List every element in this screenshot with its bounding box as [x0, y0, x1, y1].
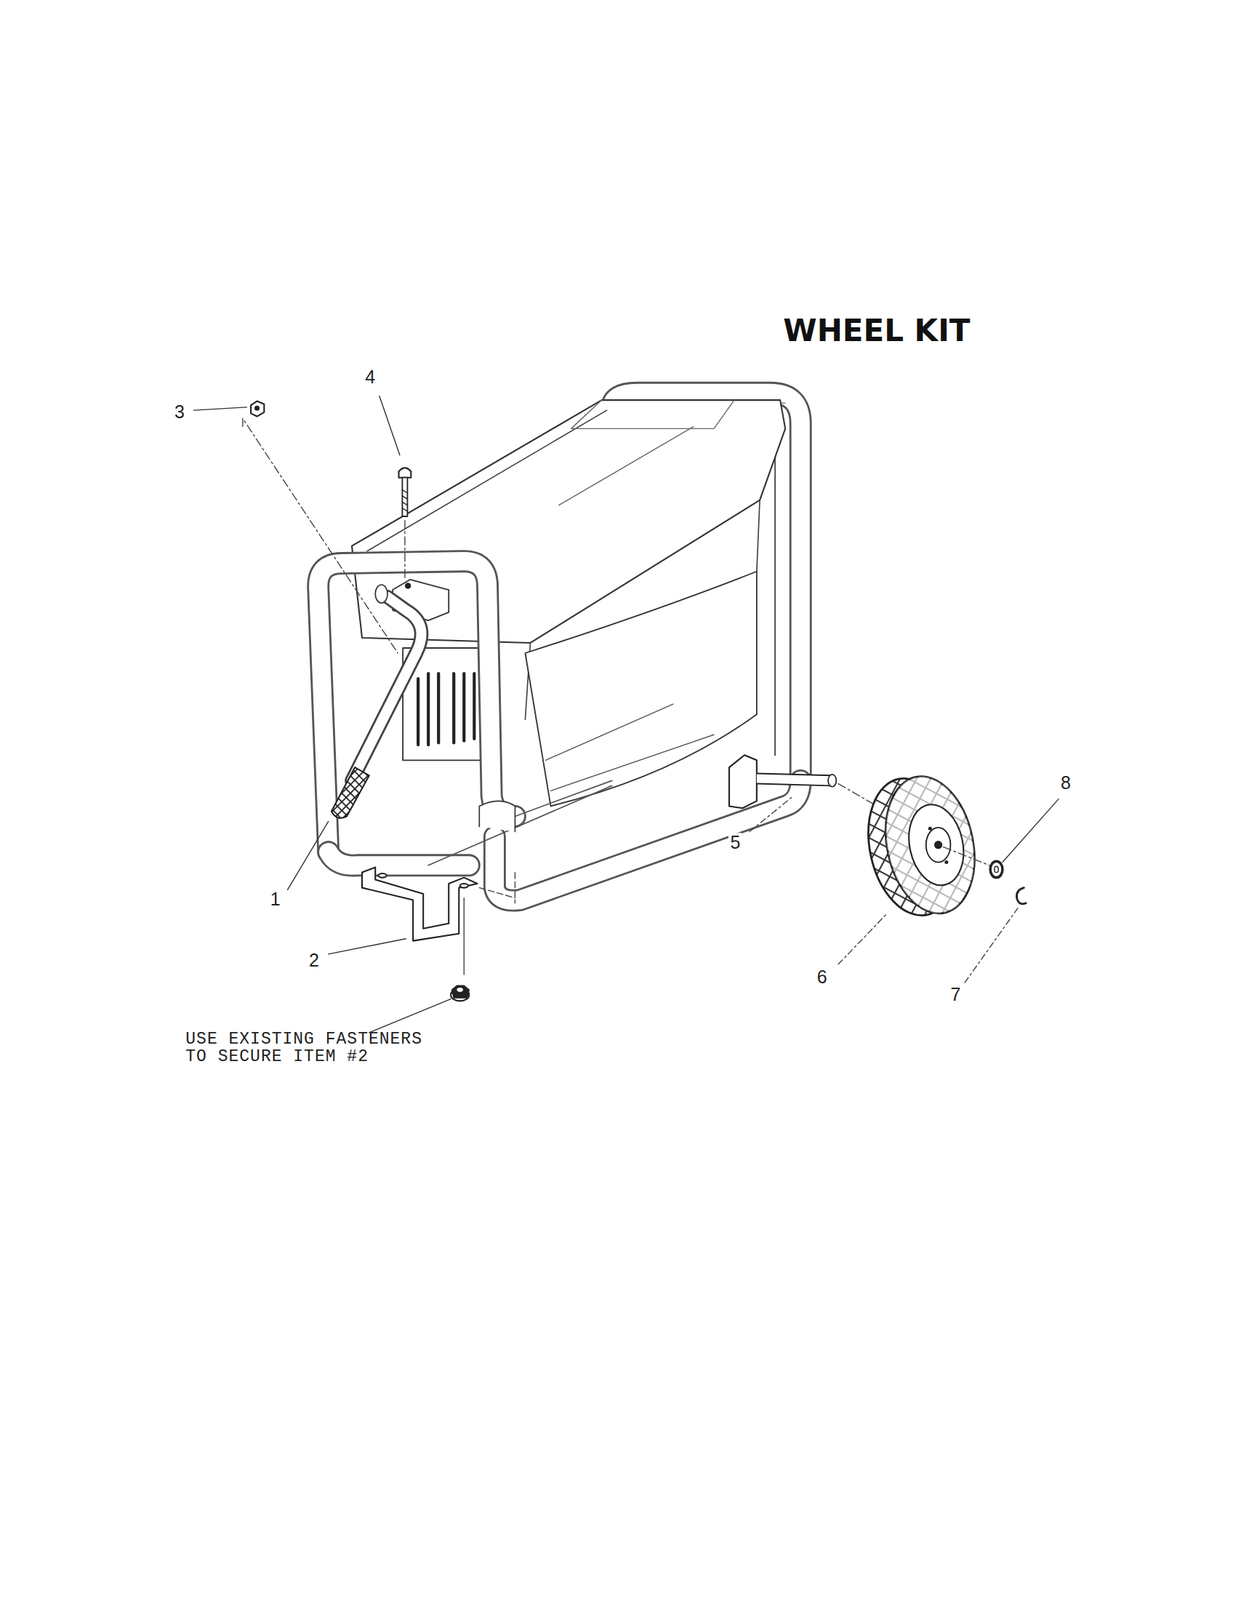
title: WHEEL KIT [782, 314, 970, 348]
callout-number: 7 [948, 984, 962, 1005]
nut [250, 401, 264, 417]
callout-number: 3 [173, 402, 187, 423]
callout-number: 6 [815, 966, 829, 988]
support-bracket [362, 867, 478, 941]
axle-mount [729, 754, 757, 808]
handle [331, 584, 422, 818]
bolt [398, 467, 411, 517]
callout-number: 8 [1059, 773, 1073, 794]
frame-tube [318, 561, 516, 853]
retaining-clip [1016, 887, 1026, 904]
generator-body [524, 571, 757, 807]
assembly-note: USE EXISTING FASTENERS TO SECURE ITEM #2 [185, 1030, 434, 1066]
callout-number: 5 [728, 832, 742, 853]
callout-number: 4 [363, 367, 377, 388]
callout-number: 2 [307, 950, 321, 972]
axle [756, 773, 837, 787]
washer [990, 860, 1003, 877]
wheel [856, 767, 987, 924]
callout-number: 1 [268, 889, 283, 911]
flange-nut [450, 985, 469, 1001]
